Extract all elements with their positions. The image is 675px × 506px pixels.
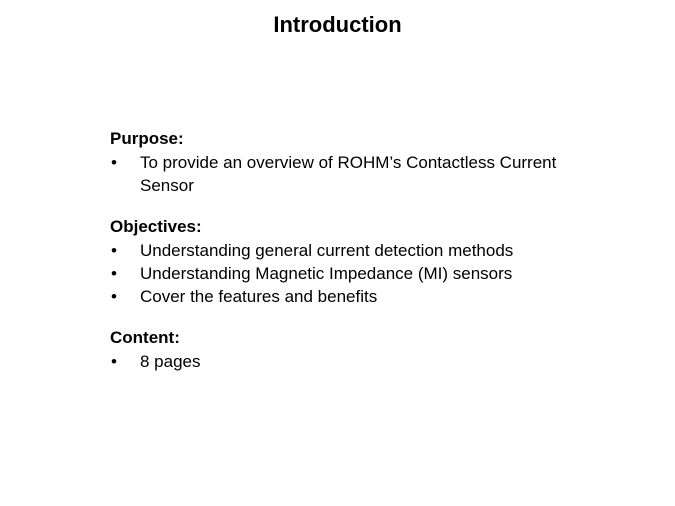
bullet-dot-icon: • xyxy=(111,241,117,260)
list-item-text: To provide an overview of ROHM’s Contact… xyxy=(140,153,557,195)
list-item: • Understanding Magnetic Impedance (MI) … xyxy=(110,262,610,285)
section-content: Content: • 8 pages xyxy=(110,327,610,373)
bullet-list-objectives: • Understanding general current detectio… xyxy=(110,239,610,308)
section-objectives: Objectives: • Understanding general curr… xyxy=(110,216,610,308)
list-item: • 8 pages xyxy=(110,350,610,373)
bullet-list-content: • 8 pages xyxy=(110,350,610,373)
section-heading-content: Content: xyxy=(110,328,180,347)
bullet-dot-icon: • xyxy=(111,153,117,172)
list-item-text: Understanding Magnetic Impedance (MI) se… xyxy=(140,264,513,283)
bullet-list-purpose: • To provide an overview of ROHM’s Conta… xyxy=(110,151,610,197)
bullet-dot-icon: • xyxy=(111,287,117,306)
list-item-text: Understanding general current detection … xyxy=(140,241,514,260)
section-purpose: Purpose: • To provide an overview of ROH… xyxy=(110,128,610,197)
section-heading-purpose: Purpose: xyxy=(110,129,184,148)
bullet-dot-icon: • xyxy=(111,352,117,371)
slide-body: Purpose: • To provide an overview of ROH… xyxy=(110,128,610,373)
page-title: Introduction xyxy=(273,12,402,37)
list-item: • To provide an overview of ROHM’s Conta… xyxy=(110,151,610,197)
list-item: • Understanding general current detectio… xyxy=(110,239,610,262)
bullet-dot-icon: • xyxy=(111,264,117,283)
list-item-text: 8 pages xyxy=(140,352,201,371)
section-heading-objectives: Objectives: xyxy=(110,217,202,236)
list-item: • Cover the features and benefits xyxy=(110,285,610,308)
list-item-text: Cover the features and benefits xyxy=(140,287,378,306)
